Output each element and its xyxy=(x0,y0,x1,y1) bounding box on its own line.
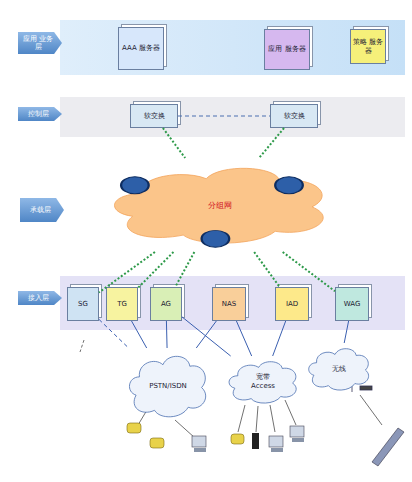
cloud-outline xyxy=(129,356,205,416)
device-box: WAG xyxy=(335,287,369,321)
network-cloud: 宽带Access xyxy=(226,356,300,408)
device-box: 应用 服务器 xyxy=(264,29,310,70)
device-box xyxy=(252,433,259,449)
router-icon xyxy=(121,177,149,194)
wire xyxy=(175,420,195,438)
node-label: 应用 服务器 xyxy=(268,45,305,54)
wire xyxy=(360,395,382,425)
connector xyxy=(132,321,147,348)
network-cloud: 无线 xyxy=(306,343,372,395)
device-box: SG xyxy=(67,287,99,321)
node-label: WAG xyxy=(344,300,361,309)
cloud-outline xyxy=(229,362,296,403)
connector xyxy=(344,321,348,343)
wire xyxy=(285,400,296,425)
node-label: AAA 服务器 xyxy=(122,44,160,53)
node-label: 软交换 xyxy=(144,112,165,121)
connector xyxy=(254,252,279,287)
wire xyxy=(80,340,84,352)
node-label: 无线 xyxy=(332,365,346,374)
device-box: AAA 服务器 xyxy=(118,27,164,70)
connector xyxy=(273,321,286,356)
node-label: Access xyxy=(251,382,275,391)
device-wires xyxy=(80,340,382,438)
pc-icon xyxy=(192,426,304,452)
network-cloud: PSTN/ISDN xyxy=(126,348,210,424)
layer-label: 控制层 xyxy=(18,107,62,121)
node-label: 策略 服务器 xyxy=(351,38,385,56)
device-box: 策略 服务器 xyxy=(350,29,386,64)
node-label: 软交换 xyxy=(284,112,305,121)
node-label: PSTN/ISDN xyxy=(149,382,187,391)
layer-label: 承载层 xyxy=(24,206,56,215)
connector xyxy=(259,128,284,158)
cloud-outline xyxy=(309,349,369,390)
mobile-phone xyxy=(372,428,404,466)
connector xyxy=(196,321,216,348)
router-icon xyxy=(275,177,303,194)
connector xyxy=(182,317,231,356)
node-label: 宽带 xyxy=(256,373,270,382)
connector xyxy=(283,252,335,291)
connector xyxy=(178,116,270,117)
layer-band: 接入层SGTGAGNASIADWAG xyxy=(60,276,405,330)
node-label: SG xyxy=(78,300,88,309)
connector xyxy=(163,128,185,158)
node-label: TG xyxy=(117,300,127,309)
wire xyxy=(238,405,245,432)
layer-band: 应用 业务层AAA 服务器应用 服务器策略 服务器 xyxy=(60,20,405,75)
device-box: 软交换 xyxy=(130,104,178,128)
connector xyxy=(236,321,251,356)
connector xyxy=(166,321,168,348)
connector xyxy=(175,252,194,287)
node-label: NAS xyxy=(222,300,236,309)
node-label: IAD xyxy=(286,300,298,309)
network-cloud: 分组网 xyxy=(105,158,335,252)
layer-band: 控制层软交换软交换 xyxy=(60,97,405,137)
connector xyxy=(99,252,155,292)
wire xyxy=(256,406,258,432)
layer-label: 接入层 xyxy=(18,291,62,305)
node-label: AG xyxy=(161,300,171,309)
layer-label: 应用 业务层 xyxy=(18,32,62,54)
router-icon xyxy=(202,230,230,247)
layer-tag: 承载层 xyxy=(20,198,64,222)
device-box: AG xyxy=(150,287,182,321)
device-box: 软交换 xyxy=(270,104,318,128)
device-box: NAS xyxy=(212,287,246,321)
device-box: IAD xyxy=(275,287,309,321)
device-box: TG xyxy=(106,287,138,321)
node-label: 分组网 xyxy=(208,201,232,210)
phone-icon xyxy=(127,423,244,448)
wire xyxy=(270,405,275,432)
connector xyxy=(138,252,173,288)
connector xyxy=(99,319,129,348)
